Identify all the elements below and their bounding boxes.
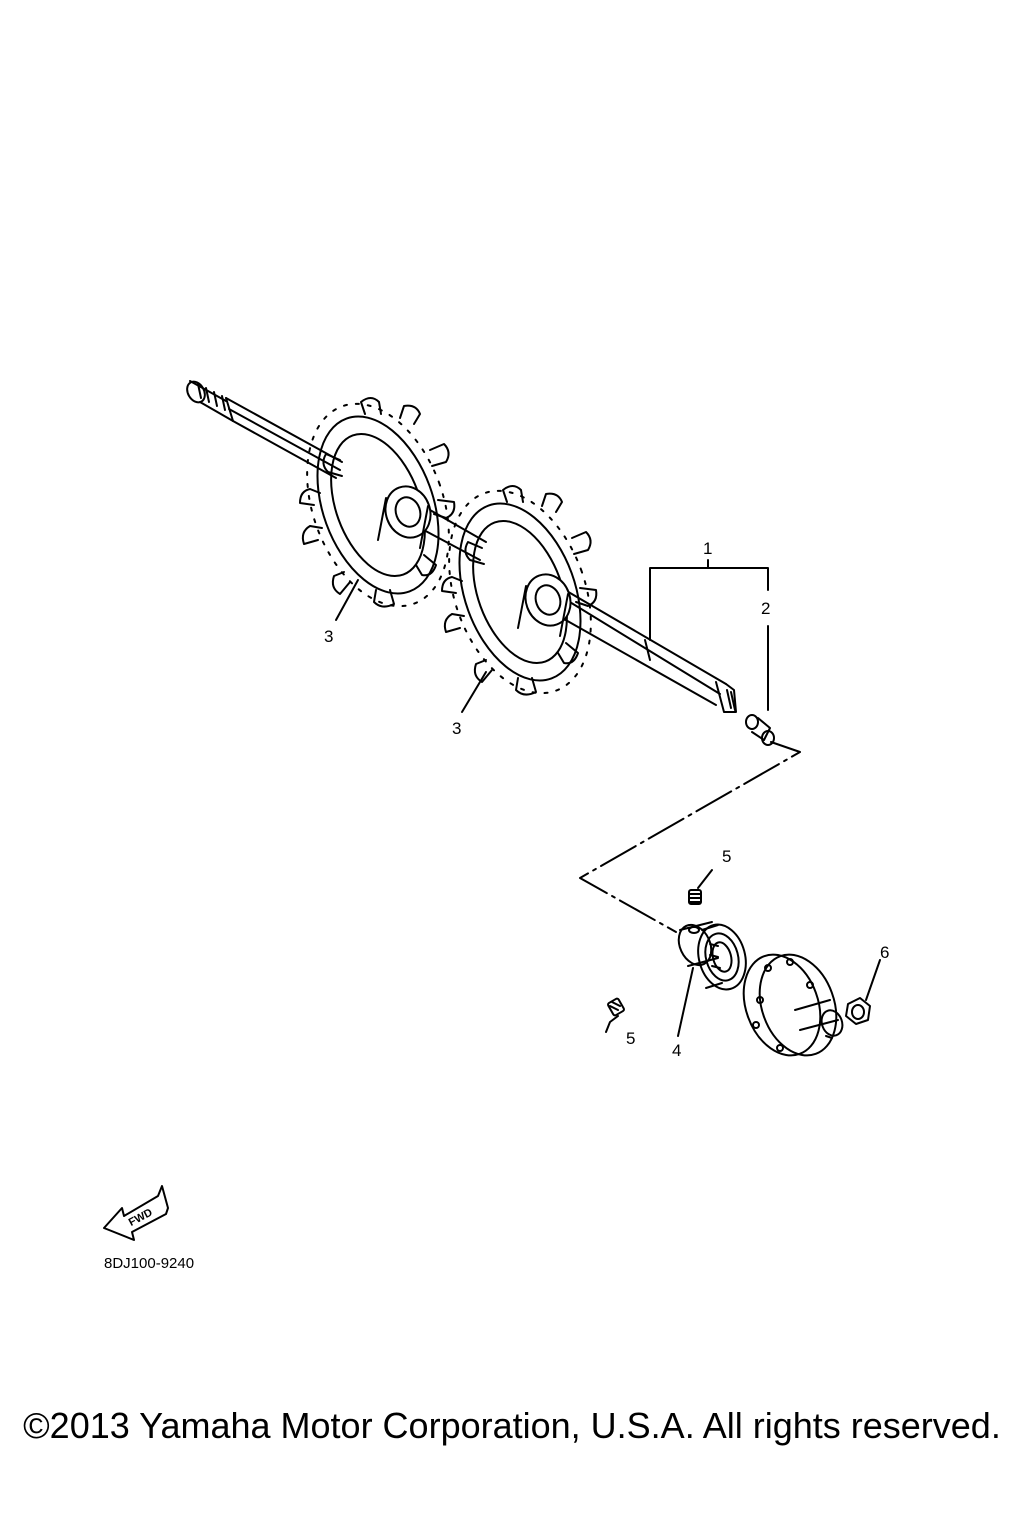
hub-flange [742,953,844,1057]
assembly-line [579,741,801,933]
sprocket-left [299,397,456,608]
callout-6: 6 [880,943,889,962]
callout-1: 1 [703,539,712,558]
set-screw-top [688,889,702,905]
callout-3-right: 3 [452,719,461,738]
drive-shaft [186,380,737,713]
callout-5-left: 5 [626,1029,635,1048]
callout-5-top: 5 [722,847,731,866]
shaft-end-plug [745,714,775,746]
bearing [697,923,747,991]
fwd-arrow-icon: FWD [103,1185,169,1241]
sprocket-right [441,485,598,696]
set-screw-left [607,997,625,1017]
diagram-code: 8DJ100-9240 [104,1255,195,1272]
callout-4: 4 [672,1041,681,1060]
callout-3-left: 3 [324,627,333,646]
leader-lines [335,559,881,1037]
nut [845,997,871,1025]
copyright-notice: ©2013 Yamaha Motor Corporation, U.S.A. A… [23,1405,1001,1446]
callout-2: 2 [761,599,770,618]
